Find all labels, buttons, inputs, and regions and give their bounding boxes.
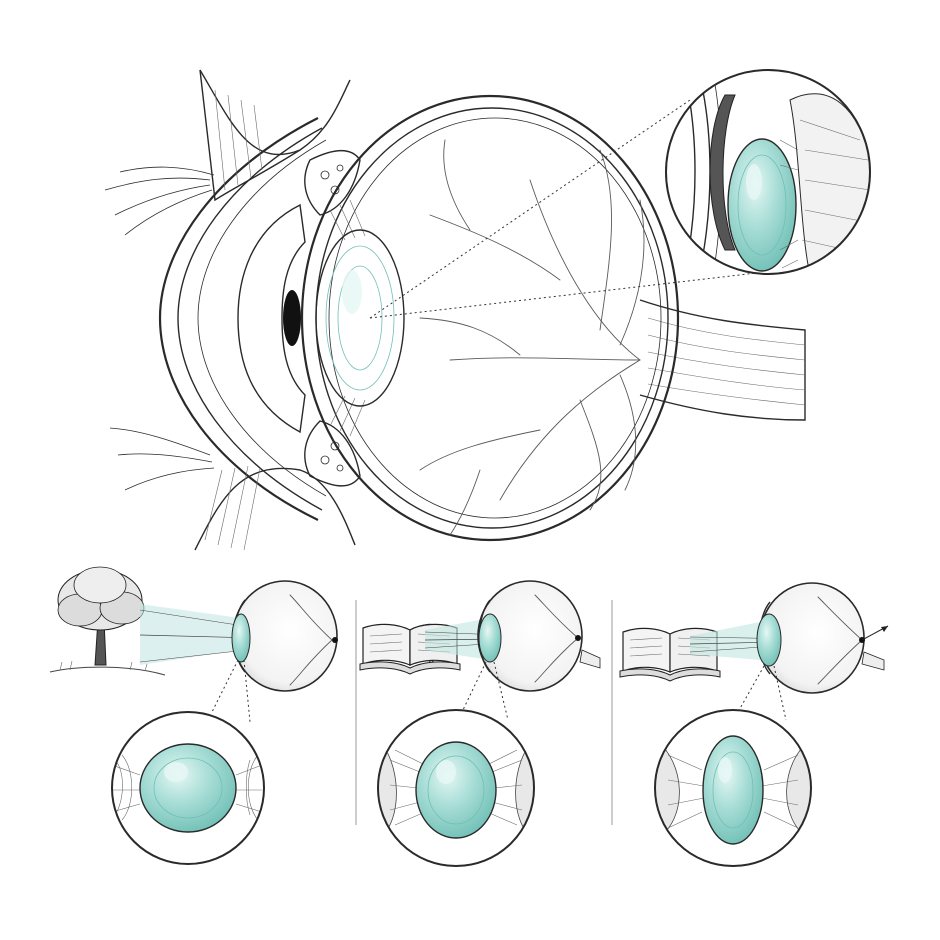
small-eye-2 (477, 580, 601, 692)
optic-nerve-fibers (647, 317, 806, 406)
zonular-fibers (329, 199, 366, 437)
sclera (300, 94, 680, 542)
leader-distant-right (243, 659, 251, 723)
lens-detail-distant (111, 711, 265, 865)
small-eye-3 (756, 582, 889, 694)
upper-eyelashes (104, 166, 215, 236)
lens-detail-near (377, 709, 535, 867)
retinal-vessels (419, 139, 645, 536)
leader-distant-left (211, 659, 239, 713)
tree-icon (49, 566, 166, 676)
leader-strong-left (737, 665, 765, 713)
iris (237, 203, 306, 434)
light-beam-near (425, 618, 490, 660)
leader-near-left (461, 661, 487, 713)
zoom-leader-lower (369, 271, 766, 319)
upper-eyelid (199, 69, 351, 202)
main-eye-cross-section (104, 69, 806, 551)
ciliary-body-lower (304, 420, 361, 487)
panel-near-object (359, 580, 601, 867)
pupil (283, 290, 301, 346)
retina (328, 117, 662, 519)
choroid (315, 107, 669, 529)
light-beam-strong (690, 622, 760, 660)
light-beam-distant (140, 604, 240, 665)
ciliary-body-upper (304, 149, 361, 216)
lower-eyelashes (109, 427, 215, 491)
small-eye-1 (231, 580, 338, 692)
main-lens (315, 229, 405, 407)
panel-near-object-strong (619, 582, 889, 867)
lens-zoom-detail (665, 69, 871, 275)
lower-eyelid (194, 465, 356, 551)
leader-strong-right (773, 665, 787, 721)
open-book-icon-2 (619, 627, 721, 682)
lens-detail-strong (654, 709, 812, 867)
panel-distant-object (49, 566, 338, 865)
